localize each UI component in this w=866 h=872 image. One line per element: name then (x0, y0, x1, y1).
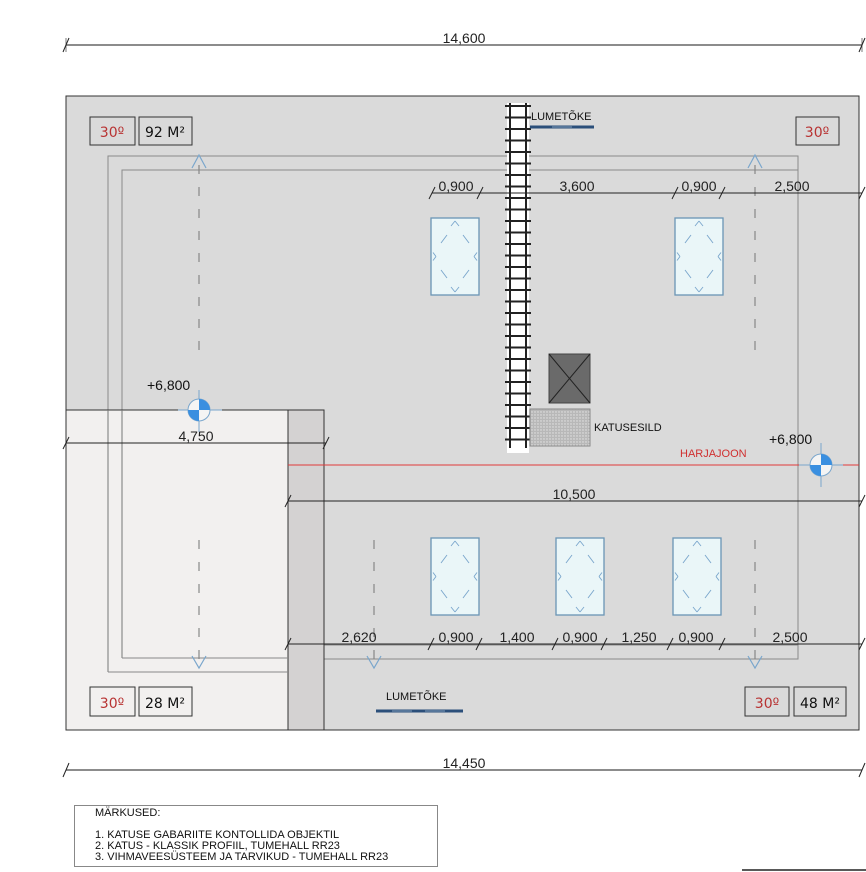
snow-guard-label: LUMETÕKE (531, 110, 592, 123)
elevation-marker-left: +6,800 (147, 377, 222, 432)
dimension-label: 4,750 (178, 428, 213, 444)
roof-hatch (548, 353, 591, 404)
dimension-label: 3,600 (559, 178, 594, 194)
dimension-label: 1,400 (499, 629, 534, 645)
roof-ladder (505, 103, 531, 453)
dimension-label: 0,900 (438, 629, 473, 645)
dimension-tick (671, 186, 679, 200)
dimension-label: 10,500 (553, 486, 596, 502)
slope-arrow-down-icon (747, 655, 763, 670)
skylight-window (430, 537, 480, 616)
skylight-window (674, 217, 724, 296)
snow-guard-label: LUMETÕKE (386, 690, 447, 703)
notes-item: 3. VIHMAVEESÜSTEEM JA TARVIKUD - TUMEHAL… (95, 851, 389, 863)
roof-bridge: KATUSESILD (529, 408, 662, 447)
roof-pitch: 30º (100, 696, 124, 712)
dimension-main: 10,500 (284, 486, 866, 508)
dimension-chain-top: 0,900 3,600 0,900 2,500 (428, 178, 866, 200)
dimension-label: 1,250 (621, 629, 656, 645)
dimension-tick (718, 186, 726, 200)
eave-line-inner (121, 169, 799, 646)
snow-guard-bottom: LUMETÕKE (376, 690, 463, 713)
roof-tag-bottom-left: 30º 28 M² (89, 686, 193, 717)
elevation-marker-right: +6,800 (769, 431, 843, 487)
roof-tag-top-right: 30º (795, 116, 840, 146)
dimension-label: 14,600 (443, 30, 486, 46)
slope-arrow-down-icon (366, 655, 382, 670)
dimension-label: 0,900 (438, 178, 473, 194)
roof-pitch: 30º (755, 696, 779, 712)
elevation-label: +6,800 (147, 377, 190, 393)
roof-tag-bottom-right: 30º 48 M² (744, 686, 847, 717)
dimension-label: 2,620 (341, 629, 376, 645)
dimension-label: 0,900 (562, 629, 597, 645)
roof-area: 48 M² (800, 696, 840, 712)
dimension-label: 2,500 (774, 178, 809, 194)
skylight-window (430, 217, 480, 296)
roof-area: 92 M² (145, 125, 185, 141)
skylight-window (672, 537, 722, 616)
dimension-tick (284, 637, 292, 651)
dimension-overall-top: 14,600 (62, 30, 866, 53)
roof-bridge-label: KATUSESILD (594, 422, 662, 434)
dimension-label: 2,500 (772, 629, 807, 645)
notes-item: 1. KATUSE GABARIITE KONTOLLIDA OBJEKTIL (95, 829, 340, 841)
elevation-label: +6,800 (769, 431, 812, 447)
dimension-chain-bottom: 2,620 0,900 1,400 0,900 1,250 0,900 2,500 (284, 629, 866, 651)
dimension-tick (718, 637, 726, 651)
dimension-overall-bottom: 14,450 (62, 755, 866, 778)
dimension-tick (428, 186, 436, 200)
notes-title: MÄRKUSED: (95, 807, 161, 819)
dimension-label: 0,900 (681, 178, 716, 194)
roof-pitch: 30º (100, 125, 124, 141)
dimension-annex: 4,750 (62, 428, 330, 450)
dimension-tick (475, 637, 483, 651)
dimension-label: 0,900 (678, 629, 713, 645)
annex-roof (65, 409, 325, 731)
dimension-tick (858, 186, 866, 200)
roof-tag-top-left: 30º 92 M² (89, 116, 193, 146)
roof-pitch: 30º (805, 125, 829, 141)
dimension-tick (476, 186, 484, 200)
dimension-tick (427, 637, 435, 651)
dimension-tick (858, 637, 866, 651)
skylight-window (555, 537, 605, 616)
snow-guard-top: LUMETÕKE (530, 110, 594, 129)
notes-box: MÄRKUSED: 1. KATUSE GABARIITE KONTOLLIDA… (74, 805, 438, 867)
slope-arrows (198, 165, 756, 660)
notes-item: 2. KATUS - KLASSIK PROFIIL, TUMEHALL RR2… (95, 840, 340, 852)
dimension-label: 14,450 (443, 755, 486, 771)
dimension-tick (551, 637, 559, 651)
slope-arrow-up-icon (191, 153, 207, 169)
dimension-tick (600, 637, 608, 651)
slope-arrow-down-icon (191, 655, 207, 670)
ridge-line-label: HARJAJOON (680, 448, 747, 460)
roof-area: 28 M² (145, 696, 185, 712)
dimension-tick (666, 637, 674, 651)
slope-arrow-up-icon (747, 153, 763, 169)
